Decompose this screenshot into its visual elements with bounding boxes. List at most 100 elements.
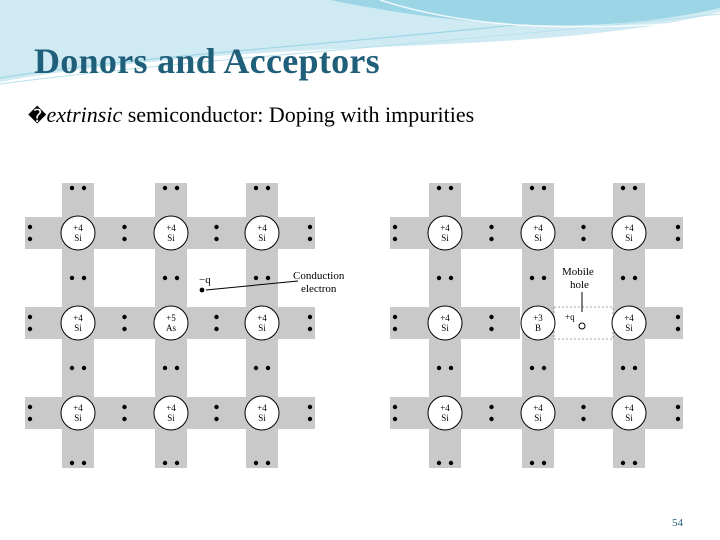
atom-element: Si bbox=[74, 323, 82, 333]
valence-electron-dot bbox=[392, 404, 398, 410]
valence-electron-dot bbox=[436, 275, 442, 281]
atom-element: Si bbox=[534, 233, 542, 243]
lattice-gap bbox=[461, 249, 522, 307]
atom-circle bbox=[153, 305, 189, 341]
valence-electron-dot bbox=[392, 326, 398, 332]
valence-electron-dot bbox=[27, 314, 33, 320]
callout-conduction: Conduction bbox=[293, 270, 345, 282]
valence-electron-dot bbox=[27, 404, 33, 410]
subtitle: �extrinsic semiconductor: Doping with im… bbox=[28, 102, 474, 128]
atom-circle bbox=[520, 215, 556, 251]
valence-electron-dot bbox=[27, 326, 33, 332]
lattice-gap bbox=[25, 183, 62, 217]
valence-electron-dot bbox=[253, 460, 259, 466]
valence-electron-dot bbox=[436, 365, 442, 371]
valence-electron-dot bbox=[632, 460, 638, 466]
valence-electron-dot bbox=[214, 224, 219, 230]
lattice-gap bbox=[645, 183, 683, 217]
valence-electron-dot bbox=[675, 236, 681, 242]
atom-charge: +4 bbox=[73, 403, 83, 413]
extra-charge-label: −q bbox=[199, 274, 211, 286]
valence-electron-dot bbox=[529, 275, 535, 281]
atom-charge: +4 bbox=[533, 223, 543, 233]
subtitle-italic: extrinsic bbox=[46, 102, 123, 127]
valence-electron-dot bbox=[448, 365, 454, 371]
valence-electron-dot bbox=[122, 314, 127, 320]
valence-electron-dot bbox=[81, 365, 87, 371]
atom-charge: +4 bbox=[166, 403, 176, 413]
valence-electron-dot bbox=[162, 275, 168, 281]
lattice-gap bbox=[554, 183, 613, 217]
valence-electron-dot bbox=[392, 224, 398, 230]
atom-charge: +4 bbox=[73, 313, 83, 323]
valence-electron-dot bbox=[675, 314, 681, 320]
lattice-gap bbox=[94, 249, 155, 307]
atom-circle bbox=[153, 215, 189, 251]
atom-circle bbox=[244, 215, 280, 251]
valence-electron-dot bbox=[448, 275, 454, 281]
callout-line-electron bbox=[205, 280, 299, 291]
atom-circle bbox=[520, 305, 556, 341]
lattice-gap bbox=[554, 339, 613, 397]
atom-circle bbox=[427, 305, 463, 341]
valence-electron-dot bbox=[214, 416, 219, 422]
lattice-gap bbox=[645, 429, 683, 468]
valence-electron-dot bbox=[27, 236, 33, 242]
lattice-gap bbox=[187, 339, 246, 397]
valence-electron-dot bbox=[122, 326, 127, 332]
valence-electron-dot bbox=[541, 460, 547, 466]
atom-element: Si bbox=[441, 413, 449, 423]
valence-electron-dot bbox=[69, 365, 75, 371]
atom-circle bbox=[611, 305, 647, 341]
valence-electron-dot bbox=[307, 236, 313, 242]
valence-electron-dot bbox=[581, 224, 586, 230]
header-banner bbox=[0, 0, 720, 85]
valence-electron-dot bbox=[69, 460, 75, 466]
lattice-gap bbox=[390, 339, 429, 397]
valence-electron-dot bbox=[529, 460, 535, 466]
atom-circle bbox=[611, 215, 647, 251]
valence-electron-dot bbox=[489, 314, 494, 320]
valence-electron-dot bbox=[620, 460, 626, 466]
donor-lattice: +4Si+4Si+4Si+4Si+5As+4Si+4Si+4Si+4Si bbox=[25, 183, 315, 468]
valence-electron-dot bbox=[581, 404, 586, 410]
valence-electron-dot bbox=[307, 326, 313, 332]
atom-element: B bbox=[535, 323, 541, 333]
valence-electron-dot bbox=[489, 224, 494, 230]
valence-electron-dot bbox=[632, 185, 638, 191]
acceptor-lattice: +4Si+4Si+4Si+4Si+3B+4Si+4Si+4Si+4Si bbox=[390, 183, 683, 468]
atom-circle bbox=[244, 395, 280, 431]
atom-charge: +4 bbox=[257, 403, 267, 413]
valence-electron-dot bbox=[265, 275, 271, 281]
valence-electron-dot bbox=[392, 314, 398, 320]
valence-electron-dot bbox=[81, 185, 87, 191]
valence-electron-dot bbox=[253, 365, 259, 371]
valence-electron-dot bbox=[489, 236, 494, 242]
subtitle-term: semiconductor: bbox=[122, 102, 264, 127]
valence-electron-dot bbox=[675, 326, 681, 332]
atom-charge: +4 bbox=[624, 223, 634, 233]
atom-element: Si bbox=[625, 233, 633, 243]
lattice-gap bbox=[278, 429, 315, 468]
atom-element: Si bbox=[441, 233, 449, 243]
atom-element: Si bbox=[167, 233, 175, 243]
lattice-gap bbox=[25, 339, 62, 397]
atom-charge: +4 bbox=[166, 223, 176, 233]
valence-electron-dot bbox=[581, 416, 586, 422]
lattice-gap bbox=[25, 249, 62, 307]
callout-hole: hole bbox=[570, 279, 589, 291]
valence-electron-dot bbox=[265, 460, 271, 466]
atom-element: Si bbox=[167, 413, 175, 423]
atom-charge: +4 bbox=[257, 223, 267, 233]
valence-electron-dot bbox=[174, 365, 180, 371]
valence-electron-dot bbox=[69, 185, 75, 191]
atom-element: Si bbox=[534, 413, 542, 423]
atom-element: Si bbox=[625, 413, 633, 423]
atom-element: Si bbox=[258, 233, 266, 243]
valence-electron-dot bbox=[214, 404, 219, 410]
atom-charge: +4 bbox=[440, 403, 450, 413]
valence-electron-dot bbox=[307, 404, 313, 410]
lattice-gap bbox=[554, 249, 613, 307]
valence-electron-dot bbox=[489, 416, 494, 422]
atom-circle bbox=[520, 395, 556, 431]
